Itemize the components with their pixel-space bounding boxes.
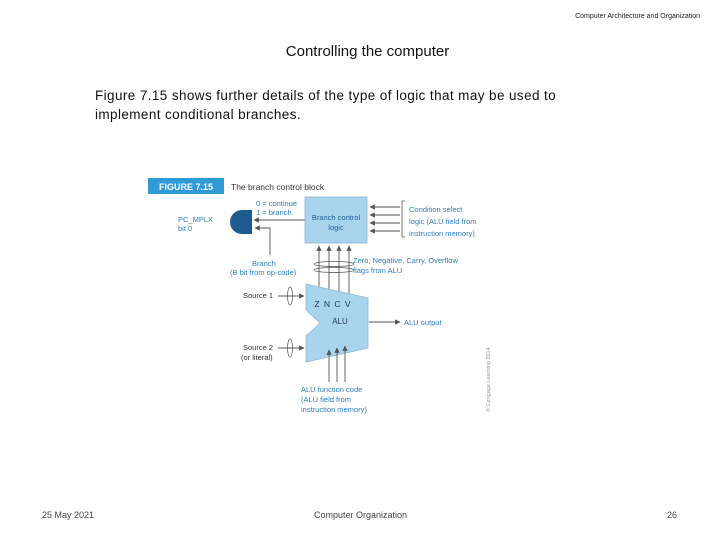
footer-date: 25 May 2021 [42, 510, 95, 520]
pc-mplx-label: PC_MPLX [178, 215, 213, 224]
and-gate [230, 210, 252, 234]
footer-center: Computer Organization [314, 510, 408, 520]
source1-label: Source 1 [243, 291, 273, 300]
branch-sublabel: (B bit from op-code) [230, 268, 297, 277]
alu-function-2: (ALU field from [301, 395, 351, 404]
page-number: 26 [667, 510, 678, 520]
course-header: Computer Architecture and Organization [575, 13, 700, 20]
flags-label-1: Zero, Negative, Carry, Overflow [353, 256, 458, 265]
output-value-0: 0 = continue [256, 199, 297, 208]
flag-letters: Z N C V [314, 299, 351, 309]
output-value-1: 1 = branch [256, 208, 292, 217]
branch-block-line1: Branch control [312, 213, 361, 222]
alu-label: ALU [332, 317, 348, 326]
copyright-note: © Cengage Learning 2014 [485, 347, 492, 412]
figure-tag-box [148, 178, 224, 194]
condition-select-2: logic (ALU field from [409, 217, 477, 226]
alu-function-1: ALU function code [301, 385, 362, 394]
source2-sublabel: (or literal) [241, 353, 273, 362]
slide-title: Controlling the computer [285, 43, 450, 60]
figure-caption: The branch control block [231, 182, 325, 192]
pc-mplx-bit: bit 0 [178, 224, 192, 233]
alu-block [305, 283, 369, 363]
condition-select-1: Condition select [409, 205, 463, 214]
branch-block-line2: logic [328, 223, 344, 232]
condition-select-3: instruction memory) [409, 229, 475, 238]
source2-label: Source 2 [243, 343, 273, 352]
slide-body-text: Figure 7.15 shows further details of the… [95, 88, 557, 122]
flags-label-2: flags from ALU [353, 266, 402, 275]
branch-label: Branch [252, 259, 276, 268]
figure-tag: FIGURE 7.15 [159, 182, 213, 192]
alu-function-3: instruction memory) [301, 405, 367, 414]
alu-output-label: ALU output [404, 318, 442, 327]
